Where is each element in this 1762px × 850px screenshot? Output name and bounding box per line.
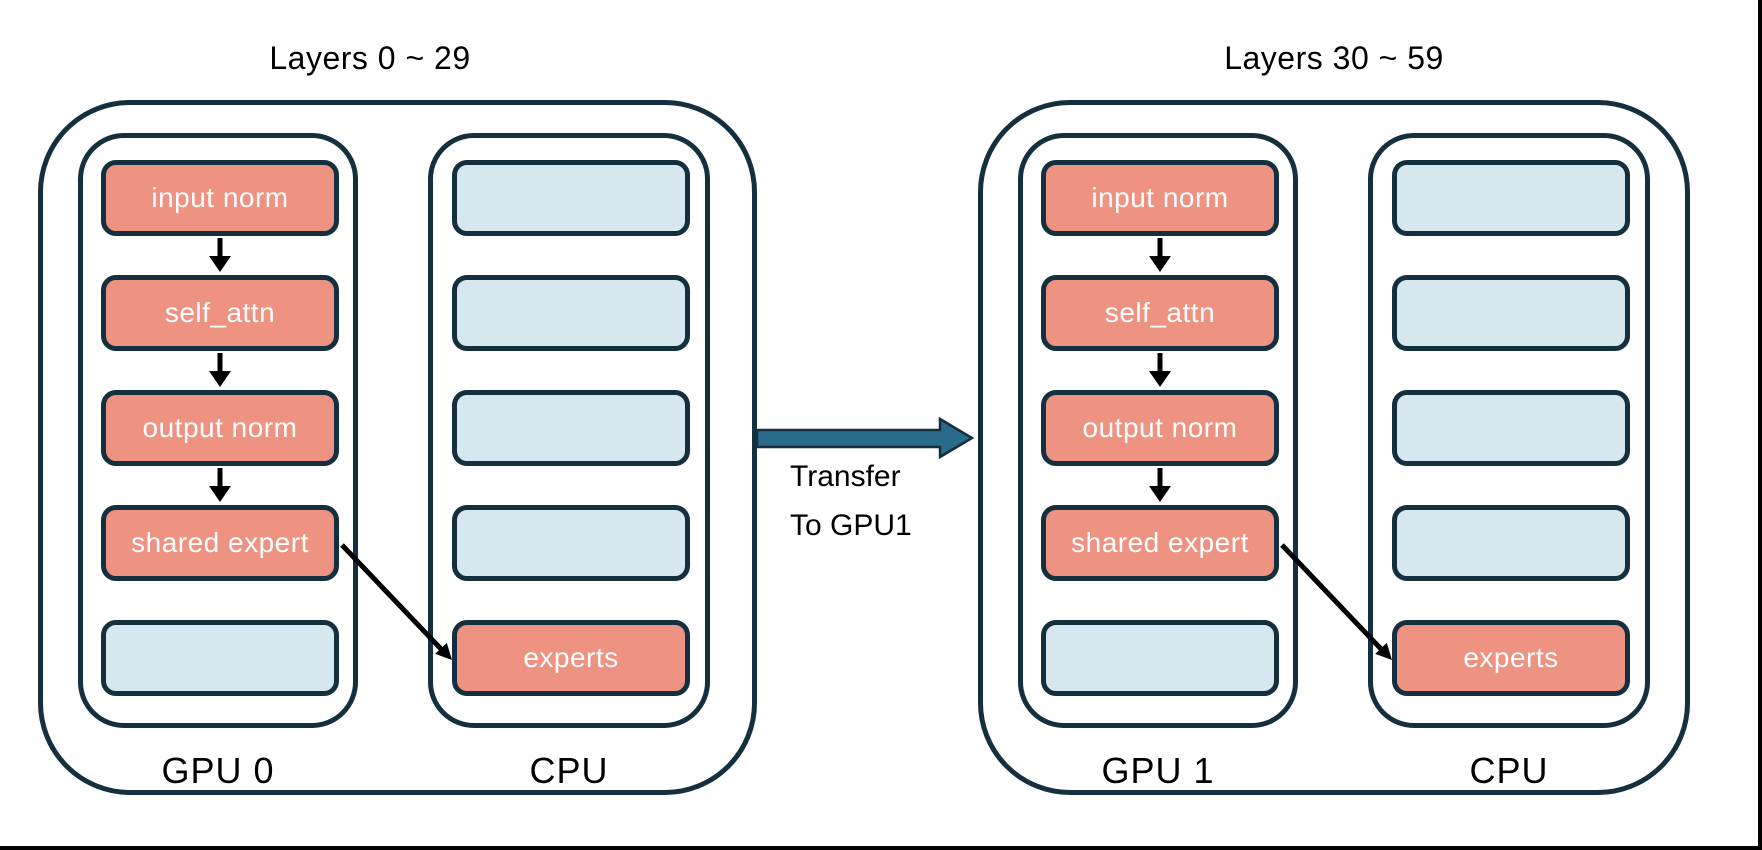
transfer-label-line1: Transfer	[790, 460, 901, 493]
layer-group-0-29	[38, 100, 757, 795]
cpu-empty-slot-box	[1392, 390, 1630, 466]
layer-range-title-left: Layers 0 ~ 29	[269, 40, 471, 76]
shared-expert-box: shared expert	[1041, 505, 1279, 581]
cpu-empty-slot-box	[452, 505, 690, 581]
gpu-empty-slot-box	[1041, 620, 1279, 696]
output-norm-box: output norm	[101, 390, 339, 466]
cpu-empty-slot-box	[1392, 275, 1630, 351]
frame-right-line	[1758, 0, 1762, 850]
cpu-label-right: CPU	[1469, 750, 1549, 791]
cpu-empty-slot-box	[452, 275, 690, 351]
output-norm-box: output norm	[1041, 390, 1279, 466]
cpu-container-right: experts	[1368, 133, 1650, 728]
input-norm-box: input norm	[101, 160, 339, 236]
frame-bottom-line	[0, 846, 1762, 850]
transfer-label: Transfer To GPU1	[790, 452, 912, 550]
gpu1-container: input norm self_attn output norm shared …	[1018, 133, 1298, 728]
layer-range-title-right: Layers 30 ~ 59	[1224, 40, 1444, 76]
gpu1-label: GPU 1	[1101, 750, 1215, 791]
cpu-empty-slot-box	[1392, 505, 1630, 581]
cpu-empty-slot-box	[452, 160, 690, 236]
gpu-empty-slot-box	[101, 620, 339, 696]
experts-box: experts	[1392, 620, 1630, 696]
gpu0-label: GPU 0	[161, 750, 275, 791]
input-norm-box: input norm	[1041, 160, 1279, 236]
cpu-empty-slot-box	[1392, 160, 1630, 236]
cpu-empty-slot-box	[452, 390, 690, 466]
self-attn-box: self_attn	[1041, 275, 1279, 351]
cpu-container-left: experts	[428, 133, 710, 728]
transfer-label-line2: To GPU1	[790, 509, 912, 542]
cpu-label-left: CPU	[529, 750, 609, 791]
experts-box: experts	[452, 620, 690, 696]
shared-expert-box: shared expert	[101, 505, 339, 581]
gpu0-container: input norm self_attn output norm shared …	[78, 133, 358, 728]
self-attn-box: self_attn	[101, 275, 339, 351]
layer-group-30-59	[978, 100, 1690, 795]
